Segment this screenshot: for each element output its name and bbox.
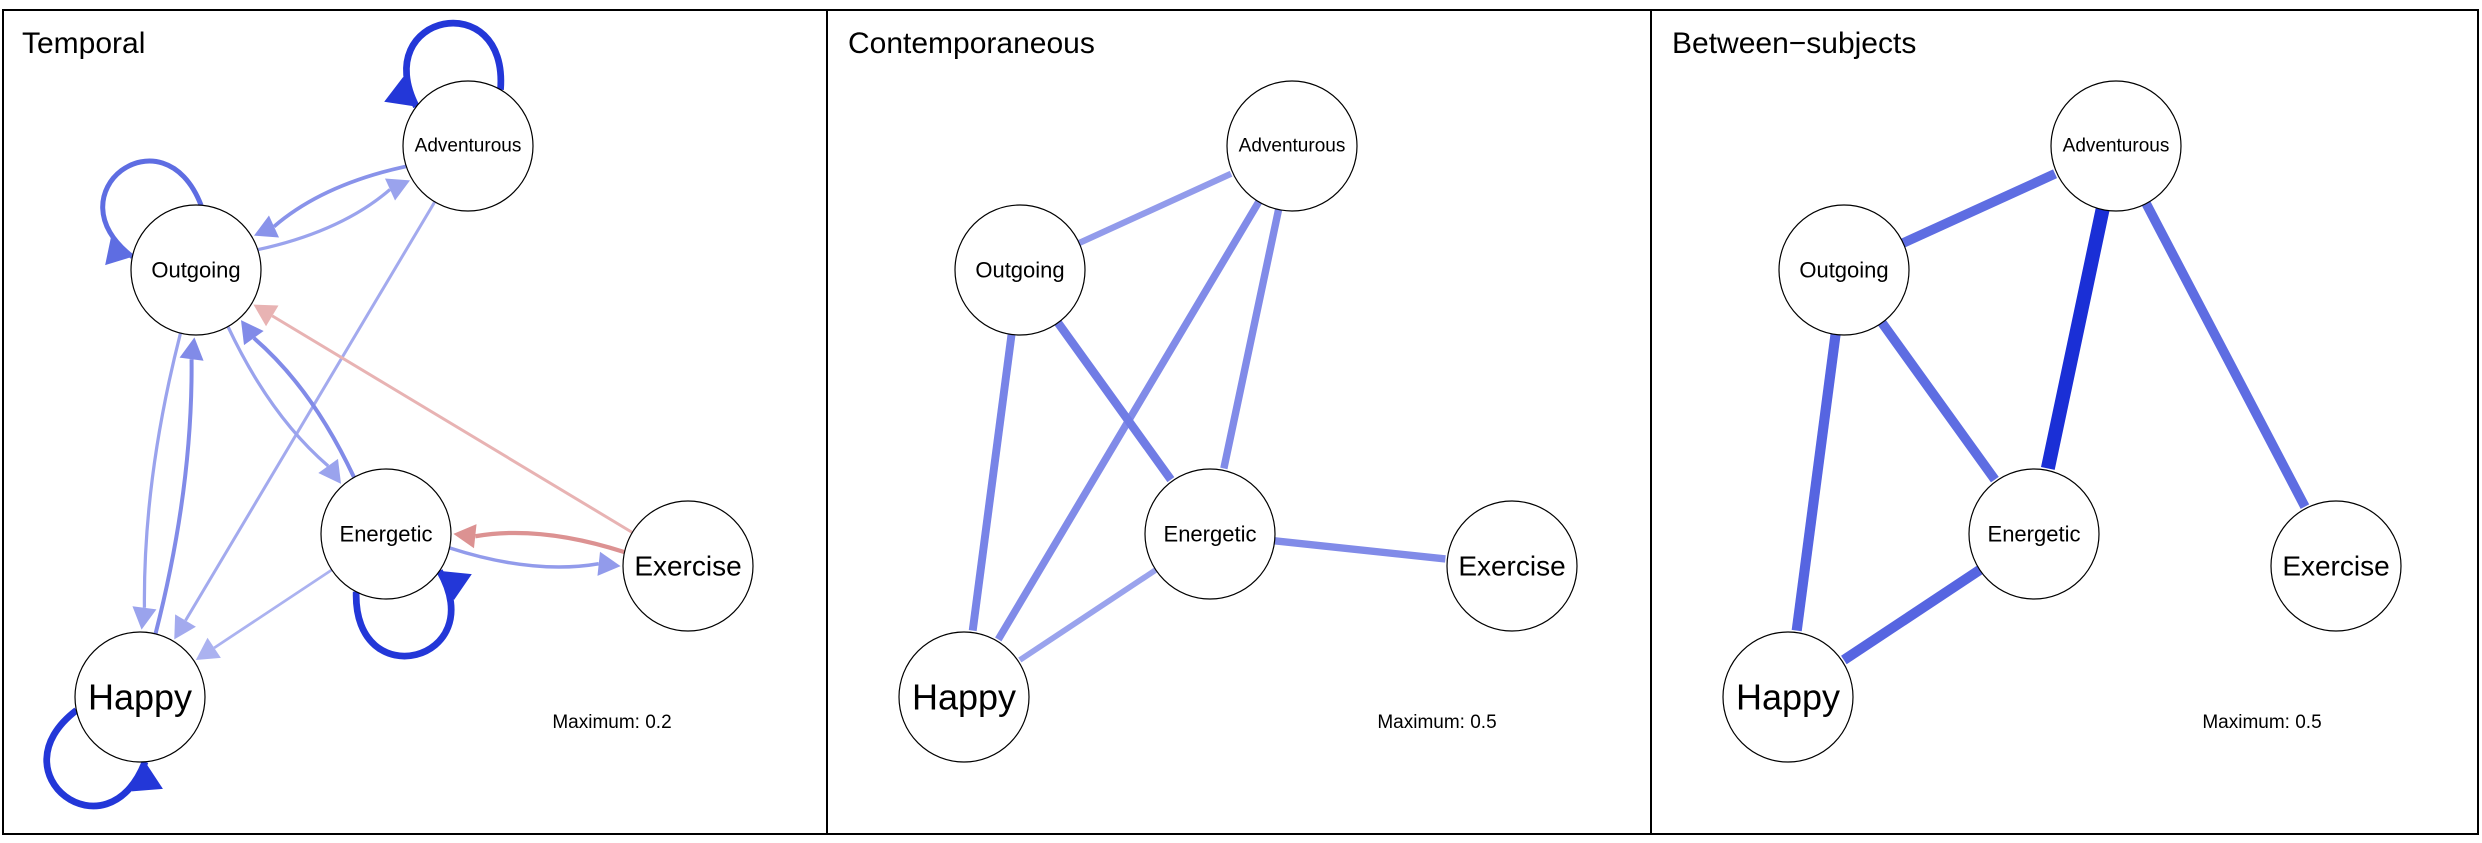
- edge-self-loop: [100, 158, 204, 259]
- node-label-outgoing: Outgoing: [975, 258, 1064, 283]
- node-label-exercise: Exercise: [2282, 551, 2389, 582]
- edge-outgoing-adventurous: [1077, 170, 1233, 246]
- edge-adventurous-happy: [184, 201, 437, 622]
- edge-exercise-energetic: [474, 530, 625, 555]
- edge-energetic-exercise: [449, 546, 600, 569]
- edge-arrowhead: [384, 76, 417, 107]
- node-label-outgoing: Outgoing: [151, 258, 240, 283]
- node-energetic: [1968, 468, 2100, 600]
- edge-arrowhead: [174, 614, 196, 640]
- edge-arrowhead: [179, 337, 204, 361]
- edge-adventurous-energetic: [2041, 208, 2110, 470]
- edge-outgoing-happy: [968, 333, 1016, 632]
- edge-layer: [968, 170, 1446, 663]
- node-outgoing: [130, 204, 262, 336]
- edge-adventurous-energetic: [1220, 208, 1283, 470]
- node-happy: [1722, 631, 1854, 763]
- panel-between-subjects: AdventurousOutgoingEnergeticExerciseHapp…: [1650, 9, 2479, 835]
- edge-energetic-outgoing: [252, 336, 356, 478]
- edge-adventurous-exercise: [2141, 201, 2310, 509]
- edge-arrowhead: [453, 524, 477, 549]
- node-adventurous: [1226, 80, 1358, 212]
- edge-arrowhead: [253, 215, 280, 238]
- edge-happy-outgoing: [153, 359, 194, 634]
- node-label-happy: Happy: [912, 677, 1016, 718]
- edge-arrowhead: [439, 570, 472, 600]
- node-label-adventurous: Adventurous: [415, 136, 522, 157]
- node-adventurous: [402, 80, 534, 212]
- edge-energetic-happy: [1018, 567, 1158, 663]
- node-energetic: [320, 468, 452, 600]
- panel-title: Between−subjects: [1672, 27, 1916, 60]
- edge-arrowhead: [131, 761, 163, 792]
- edge-arrowhead: [597, 551, 621, 576]
- node-layer: AdventurousOutgoingEnergeticExerciseHapp…: [898, 80, 1578, 763]
- node-happy: [898, 631, 1030, 763]
- node-label-exercise: Exercise: [1458, 551, 1565, 582]
- edge-outgoing-energetic: [226, 326, 330, 468]
- edge-arrowhead: [105, 238, 133, 266]
- edge-energetic-happy: [1841, 565, 1983, 665]
- node-label-happy: Happy: [88, 677, 192, 718]
- edge-arrowhead: [318, 458, 342, 484]
- node-label-adventurous: Adventurous: [2063, 136, 2170, 157]
- node-label-energetic: Energetic: [1164, 522, 1257, 547]
- node-outgoing: [1778, 204, 1910, 336]
- edge-layer: [43, 19, 634, 810]
- node-layer: AdventurousOutgoingEnergeticExerciseHapp…: [74, 80, 754, 763]
- edge-layer: [1791, 169, 2310, 665]
- edge-adventurous-outgoing: [272, 164, 407, 228]
- panel-temporal: AdventurousOutgoingEnergeticExerciseHapp…: [2, 9, 828, 835]
- edge-arrowhead: [195, 637, 221, 660]
- panel-title: Contemporaneous: [848, 27, 1095, 60]
- edge-outgoing-happy: [1791, 333, 1841, 632]
- edge-outgoing-energetic: [1054, 320, 1175, 483]
- node-exercise: [622, 500, 754, 632]
- edge-arrowhead: [132, 606, 157, 630]
- node-label-outgoing: Outgoing: [1799, 258, 1888, 283]
- node-label-adventurous: Adventurous: [1239, 136, 1346, 157]
- node-label-exercise: Exercise: [634, 551, 741, 582]
- edge-outgoing-adventurous: [257, 188, 392, 252]
- edge-outgoing-happy: [142, 333, 182, 608]
- edge-self-loop: [43, 707, 149, 810]
- node-happy: [74, 631, 206, 763]
- node-label-energetic: Energetic: [1988, 522, 2081, 547]
- edge-exercise-outgoing: [271, 314, 634, 534]
- edge-self-loop: [403, 19, 505, 109]
- edge-arrowhead: [253, 304, 279, 327]
- edge-arrowhead: [384, 178, 411, 201]
- edge-arrowhead: [240, 320, 264, 346]
- node-label-happy: Happy: [1736, 677, 1840, 718]
- node-label-energetic: Energetic: [340, 522, 433, 547]
- panel-title: Temporal: [22, 27, 145, 60]
- node-exercise: [1446, 500, 1578, 632]
- edge-energetic-happy: [213, 568, 333, 649]
- maximum-label: Maximum: 0.5: [1377, 712, 1496, 733]
- node-exercise: [2270, 500, 2402, 632]
- node-adventurous: [2050, 80, 2182, 212]
- edge-outgoing-adventurous: [1901, 169, 2058, 248]
- edge-self-loop: [352, 569, 455, 660]
- edge-energetic-exercise: [1274, 537, 1446, 563]
- panel-contemporaneous: AdventurousOutgoingEnergeticExerciseHapp…: [826, 9, 1652, 835]
- node-energetic: [1144, 468, 1276, 600]
- edge-outgoing-energetic: [1878, 319, 1999, 483]
- maximum-label: Maximum: 0.5: [2202, 712, 2321, 733]
- node-layer: AdventurousOutgoingEnergeticExerciseHapp…: [1722, 80, 2402, 763]
- panel-frame: [1650, 9, 2479, 835]
- node-outgoing: [954, 204, 1086, 336]
- maximum-label: Maximum: 0.2: [552, 712, 671, 733]
